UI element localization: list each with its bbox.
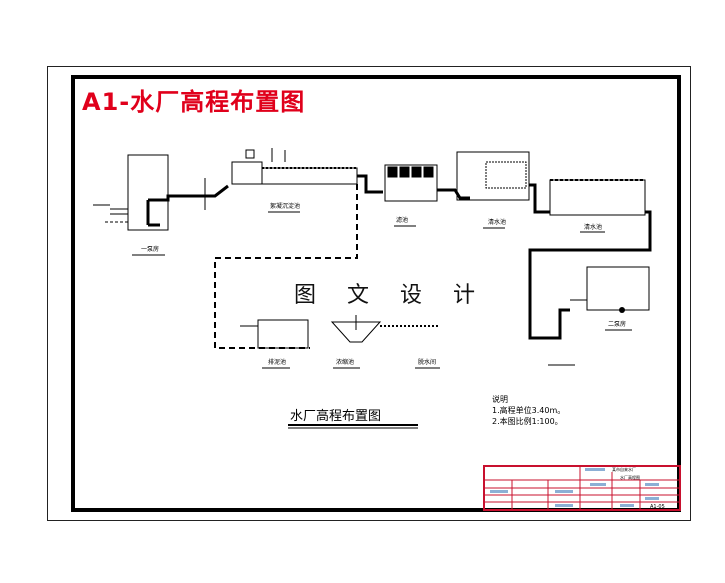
label-filter: 滤池: [396, 216, 408, 224]
notes: 说明 1.高程单位3.40m。 2.本图比例1:100。: [492, 394, 565, 427]
note-item-2: 2.本图比例1:100。: [492, 417, 563, 426]
title-block-project: 某市自来水厂: [612, 466, 636, 472]
drawing-title: A1-水厂高程布置图: [82, 88, 306, 116]
title-block-number: A1-05: [650, 504, 665, 510]
label-thickener: 浓缩池: [336, 358, 354, 366]
note-item-1: 1.高程单位3.40m。: [492, 406, 566, 415]
label-pump-station-2: 二泵房: [608, 320, 626, 328]
label-pump-station-1: 一泵房: [141, 245, 159, 253]
notes-heading: 说明: [492, 395, 508, 404]
pump-station-1: [93, 154, 169, 256]
label-reservoir: 清水池: [584, 223, 602, 231]
sludge-tank: [257, 319, 309, 369]
sludge-pipe: [214, 184, 358, 349]
label-flocculation: 絮凝沉淀池: [270, 202, 300, 210]
clear-water-basin: [456, 151, 530, 229]
pump-station-2: [548, 266, 650, 366]
drawing-sheet: [47, 66, 691, 521]
filter-unit: [384, 164, 438, 227]
watermark: 图 文 设 计: [294, 277, 487, 309]
title-block-fills: [490, 468, 659, 507]
raw-water-pipe: [148, 184, 229, 202]
label-dewatering: 脱水间: [418, 358, 436, 366]
title-block-drawing: 水厂高程图: [620, 474, 640, 480]
label-sludge-tank: 排泥池: [268, 358, 286, 366]
settled-water-pipe: [357, 174, 383, 194]
reservoir: [549, 179, 646, 233]
clear-water-pipe: [529, 183, 550, 214]
outlet-pipe: [528, 210, 652, 340]
drawing-frame: [71, 75, 681, 512]
filtered-water-pipe: [437, 188, 470, 200]
label-clear-well: 清水池: [488, 218, 506, 226]
thickener: [330, 315, 382, 369]
pump-icon: [619, 307, 625, 313]
title-block: [483, 465, 681, 511]
plan-title: 水厂高程布置图: [290, 409, 382, 424]
